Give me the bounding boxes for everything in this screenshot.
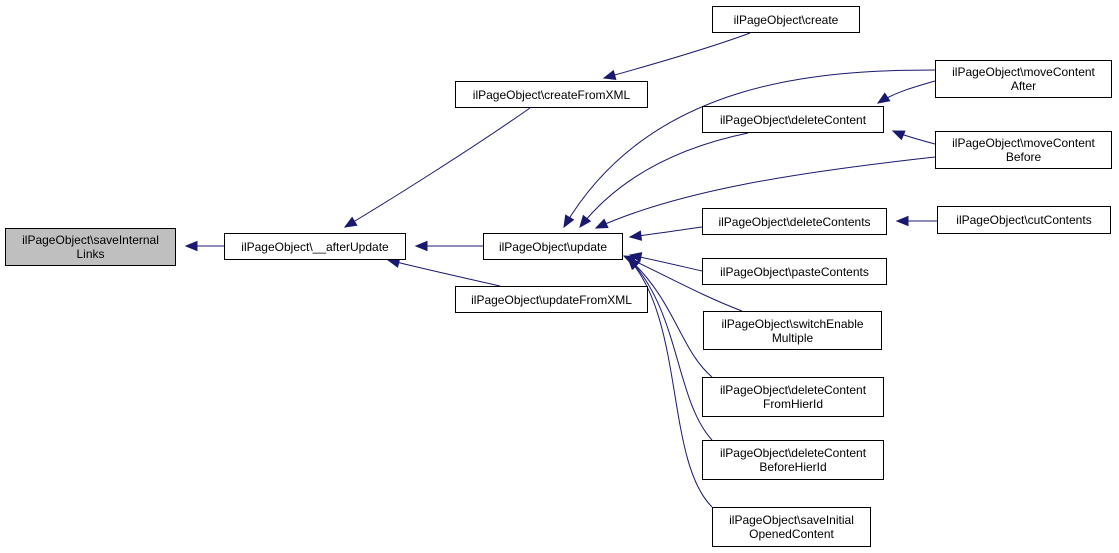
edge-deleteContentBeforeHierId-to-update — [627, 257, 713, 441]
node-label-line: FromHierId — [762, 397, 823, 411]
node-label-line: After — [1010, 79, 1037, 93]
node-label-line: ilPageObject\createFromXML — [472, 87, 631, 102]
node-updateFromXML[interactable]: ilPageObject\updateFromXML — [455, 286, 648, 313]
node-label-line: ilPageObject\moveContent — [952, 136, 1095, 150]
node-afterUpdate[interactable]: ilPageObject\__afterUpdate — [224, 233, 406, 260]
edge-updateFromXML-to-afterUpdate — [387, 259, 501, 287]
edge-arrowhead-deleteContents-to-update — [628, 230, 643, 241]
edge-arrowhead-moveContentBefore-to-update — [594, 218, 609, 229]
node-deleteContents[interactable]: ilPageObject\deleteContents — [702, 208, 887, 235]
edge-arrowhead-deleteContent-to-update — [579, 214, 592, 229]
node-label-line: Before — [1005, 150, 1042, 164]
edge-arrowhead-createFromXML-to-afterUpdate — [343, 216, 358, 228]
edge-moveContentAfter-to-update — [563, 69, 936, 228]
node-cutContents[interactable]: ilPageObject\cutContents — [937, 206, 1111, 234]
node-create[interactable]: ilPageObject\create — [712, 6, 860, 33]
node-deleteContent[interactable]: ilPageObject\deleteContent — [702, 106, 884, 133]
edge-arrowhead-moveContentAfter-to-deleteContent — [876, 92, 891, 104]
node-label-line: ilPageObject\deleteContents — [718, 214, 871, 229]
edge-create-to-createFromXML — [603, 32, 751, 79]
edge-createFromXML-to-afterUpdate — [344, 107, 531, 228]
node-label-line: ilPageObject\deleteContent — [719, 383, 867, 397]
node-label-line: ilPageObject\pasteContents — [720, 264, 869, 279]
node-label-line: Links — [76, 247, 105, 261]
node-label-line: BeforeHierId — [759, 460, 827, 474]
edge-arrowhead-afterUpdate-to-saveInternalLinks — [184, 240, 198, 252]
edge-arrowhead-saveInitialOpenedContent-to-update — [627, 257, 640, 271]
node-update[interactable]: ilPageObject\update — [483, 233, 623, 260]
node-label-line: Multiple — [771, 330, 814, 345]
edge-arrowhead-moveContentAfter-to-update — [563, 214, 575, 229]
node-label-line: ilPageObject\cutContents — [956, 213, 1092, 227]
edge-arrowhead-create-to-createFromXML — [602, 69, 617, 80]
edge-arrowhead-update-to-afterUpdate — [414, 240, 428, 252]
node-label-line: ilPageObject\switchEnable — [721, 316, 864, 331]
edge-moveContentBefore-to-update — [595, 156, 936, 229]
edge-deleteContent-to-update — [579, 132, 749, 228]
node-label-line: ilPageObject\saveInitial — [729, 513, 854, 527]
node-label-line: ilPageObject\update — [498, 239, 608, 254]
node-label-line: ilPageObject\moveContent — [952, 65, 1095, 79]
node-label-line: ilPageObject\saveInternal — [22, 233, 159, 247]
node-label-line: OpenedContent — [749, 527, 834, 541]
node-label-line: ilPageObject\deleteContent — [719, 446, 867, 460]
node-label-line: ilPageObject\deleteContent — [719, 112, 867, 127]
node-label-line: ilPageObject\create — [733, 12, 839, 27]
edge-deleteContentFromHierId-to-update — [627, 257, 713, 378]
edge-arrowhead-moveContentBefore-to-deleteContent — [891, 130, 906, 141]
node-label-line: ilPageObject\__afterUpdate — [241, 239, 389, 254]
node-pasteContents[interactable]: ilPageObject\pasteContents — [702, 258, 887, 285]
node-createFromXML[interactable]: ilPageObject\createFromXML — [455, 81, 648, 108]
edge-saveInitialOpenedContent-to-update — [627, 257, 713, 508]
edge-arrowhead-cutContents-to-deleteContents — [895, 215, 909, 227]
node-label-line: ilPageObject\updateFromXML — [471, 292, 632, 307]
